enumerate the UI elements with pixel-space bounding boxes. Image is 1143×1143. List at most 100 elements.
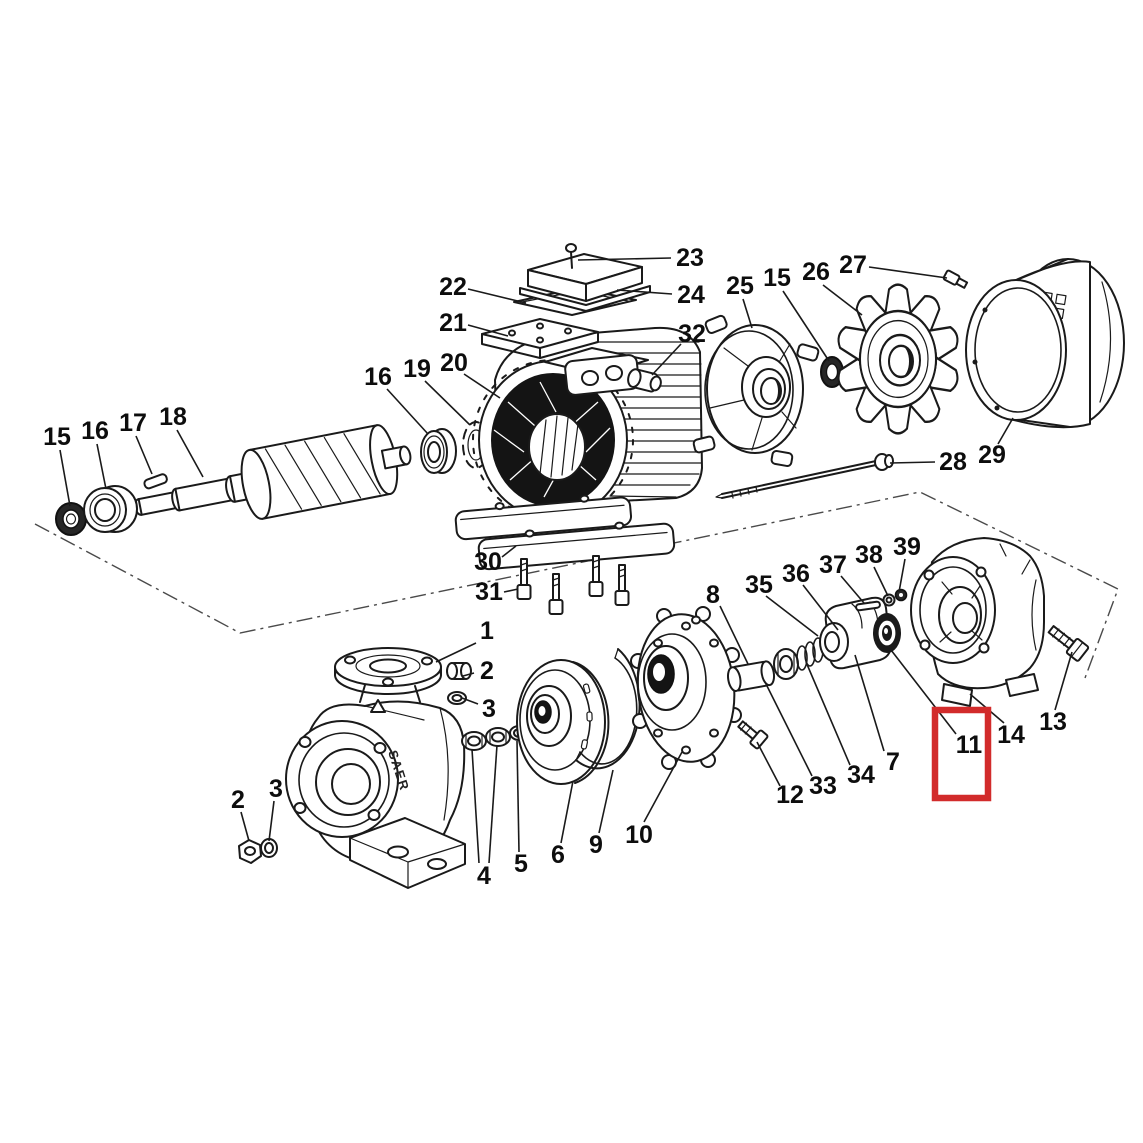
tie-rod-part-28 [715, 453, 894, 499]
part-label-18: 18 [159, 403, 187, 431]
washer-part-38 [882, 593, 896, 607]
leader-line-part-1 [435, 642, 477, 663]
impeller-part-6 [516, 659, 610, 785]
part-label-21: 21 [439, 309, 467, 337]
part-label-20: 20 [440, 349, 468, 377]
motor-bracket-part-14 [910, 537, 1045, 707]
part-label-12: 12 [776, 781, 804, 809]
part-label-39: 39 [893, 533, 921, 561]
flow-arrow-marker [370, 699, 386, 713]
leader-line-part-15 [59, 449, 71, 507]
leader-line-part-25 [742, 298, 753, 329]
parts-layer: SAER [55, 243, 1125, 889]
leader-line-part-16 [386, 388, 429, 435]
end-shield-part-25 [692, 314, 820, 467]
seal-ring-part-15-left [55, 502, 87, 536]
leader-line-part-23 [577, 257, 672, 261]
leader-line-part-15 [782, 290, 830, 362]
construction-line [34, 491, 1119, 679]
part-label-5: 5 [514, 850, 528, 878]
part-label-24: 24 [677, 281, 705, 309]
part-label-7: 7 [886, 748, 900, 776]
washer-part-3-top [447, 691, 467, 705]
leader-line-part-8 [719, 605, 749, 665]
part-label-15: 15 [43, 423, 71, 451]
bolt-part-13 [1047, 625, 1090, 662]
part-label-36: 36 [782, 560, 810, 588]
bolts-part-31 [516, 555, 630, 615]
part-label-37: 37 [819, 551, 847, 579]
part-label-9: 9 [589, 831, 603, 859]
leader-line-part-2 [462, 672, 475, 677]
v-ring-seal-part-11 [873, 613, 901, 653]
seal-ring-part-15-right [820, 356, 844, 388]
part-label-14: 14 [997, 721, 1025, 749]
leader-line-part-16 [96, 443, 107, 490]
bearing-part-16-right [420, 428, 457, 474]
part-label-17: 17 [119, 409, 147, 437]
leader-lines [59, 257, 1073, 864]
terminal-box-part-24 [519, 253, 651, 312]
leader-line-part-27 [868, 266, 948, 279]
leader-line-part-19 [424, 380, 471, 426]
part-label-33: 33 [809, 772, 837, 800]
leader-line-part-31 [503, 588, 519, 593]
leader-line-part-4 [471, 748, 480, 864]
leader-line-part-17 [135, 435, 153, 475]
leader-line-part-10 [643, 751, 683, 823]
stator-motor-body-part-20 [472, 326, 703, 521]
plug-part-2-top [446, 662, 472, 680]
leader-line-part-34 [805, 661, 851, 766]
nuts-part-4 [461, 727, 511, 751]
rotor-shaft-part-18 [134, 424, 412, 520]
part-label-32: 32 [678, 320, 706, 348]
leader-line-part-39 [898, 558, 906, 593]
leader-line-part-2 [240, 811, 250, 842]
leader-line-part-37 [840, 575, 865, 604]
part-label-30: 30 [474, 548, 502, 576]
seal-plate-part-10 [630, 606, 742, 770]
part-label-22: 22 [439, 273, 467, 301]
part-label-10: 10 [625, 821, 653, 849]
bearing-part-16-left [83, 485, 138, 533]
leader-line-part-3 [461, 697, 479, 705]
part-label-2: 2 [480, 657, 494, 685]
part-label-19: 19 [403, 355, 431, 383]
highlight-annotation [931, 706, 992, 802]
washer-part-39 [894, 588, 908, 602]
part-label-23: 23 [676, 244, 704, 272]
part-label-25: 25 [726, 272, 754, 300]
part-label-3: 3 [269, 775, 283, 803]
shaft-key-part-17 [143, 473, 168, 490]
part-label-31: 31 [475, 578, 503, 606]
leader-line-part-29 [997, 417, 1014, 445]
part-label-29: 29 [978, 441, 1006, 469]
part-label-6: 6 [551, 841, 565, 869]
leader-line-part-24 [616, 289, 673, 295]
part-label-27: 27 [839, 251, 867, 279]
part-label-2: 2 [231, 786, 245, 814]
leader-line-part-3 [268, 800, 275, 842]
part-label-8: 8 [706, 581, 720, 609]
plug-part-32 [627, 368, 662, 393]
fan-cover-part-29 [965, 258, 1125, 429]
wear-ring-part-9 [575, 648, 641, 770]
screw-part-12 [737, 720, 769, 750]
screw-part-27 [942, 269, 969, 289]
leader-line-part-28 [889, 461, 936, 464]
leader-line-part-35 [765, 595, 819, 637]
screw-part-23 [565, 243, 577, 269]
pump-casing-part-1: SAER [285, 647, 466, 889]
shaft-sleeve-part-8 [727, 660, 776, 692]
part-label-34: 34 [847, 761, 875, 789]
cover-plate-part-21 [481, 318, 599, 359]
leader-line-part-7 [854, 654, 885, 752]
washer-part-3-bottom [260, 838, 278, 858]
leader-line-part-5 [516, 740, 520, 853]
fan-part-26 [837, 283, 959, 435]
part-label-28: 28 [939, 448, 967, 476]
construction-lines [34, 491, 1119, 679]
part-label-16: 16 [364, 363, 392, 391]
